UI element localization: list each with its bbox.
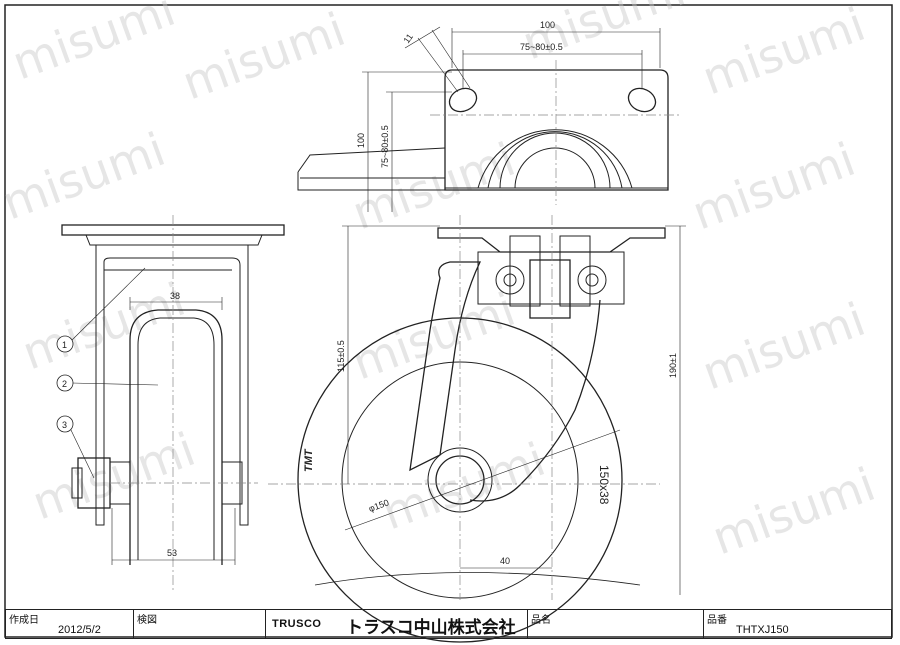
watermark-text: misumi (5, 0, 182, 90)
watermark-text: misumi (0, 122, 172, 230)
watermark-text: misumi (345, 282, 522, 390)
watermark-text: misumi (705, 457, 882, 565)
dim-side-pitch: 75~80±0.5 (380, 125, 390, 168)
side-view (268, 215, 686, 643)
title-block: 作成日 2012/5/2 検図 TRUSCO トラスコ中山株式会社 品名 品番 … (5, 609, 892, 639)
callout-label: 2 (62, 379, 67, 389)
callout-label: 1 (62, 340, 67, 350)
watermark-text: misumi (695, 292, 872, 400)
callout-circle (56, 374, 74, 392)
dim-total-height: 190±1 (668, 353, 678, 378)
watermark-text: misumi (695, 0, 872, 105)
dim-top-pitch: 75~80±0.5 (520, 42, 563, 52)
watermark-layer: misumi misumi misumi misumi misumi misum… (0, 0, 882, 565)
check-label: 検図 (137, 615, 157, 626)
created-cell: 作成日 2012/5/2 (6, 610, 134, 638)
dim-side-height: 100 (356, 133, 366, 148)
watermark-text: misumi (175, 2, 352, 110)
dim-offset-height: 115±0.5 (336, 340, 346, 372)
sheet-border (4, 4, 893, 638)
callout-group: 1 2 3 (56, 335, 74, 433)
wheel-brand-mark: TMT (303, 448, 315, 472)
watermark-text: misumi (685, 132, 862, 240)
dim-top-width: 100 (540, 20, 555, 30)
check-cell: 検図 (134, 610, 266, 638)
top-view (297, 26, 680, 212)
company-name: トラスコ中山株式会社 (346, 618, 516, 637)
created-label: 作成日 (9, 615, 39, 626)
brand-logo: TRUSCO (272, 618, 322, 630)
part-cell: 品番 THTXJ150 (704, 610, 890, 638)
dim-front-width: 38 (170, 291, 180, 301)
dim-axle-length: 53 (167, 548, 177, 558)
created-value: 2012/5/2 (58, 624, 101, 636)
callout-circle (56, 415, 74, 433)
watermark-text: misumi (515, 0, 692, 70)
front-view (61, 215, 285, 590)
watermark-text: misumi (25, 422, 202, 530)
dim-swivel-offset: 40 (500, 556, 510, 566)
callout-label: 3 (62, 420, 67, 430)
callout-circle (56, 335, 74, 353)
dim-wheel-size: 150x38 (597, 465, 611, 505)
name-label: 品名 (531, 615, 551, 626)
part-number: THTXJ150 (736, 624, 789, 636)
part-label: 品番 (707, 615, 727, 626)
name-cell: 品名 (528, 610, 704, 638)
company-cell: TRUSCO トラスコ中山株式会社 (266, 610, 528, 638)
